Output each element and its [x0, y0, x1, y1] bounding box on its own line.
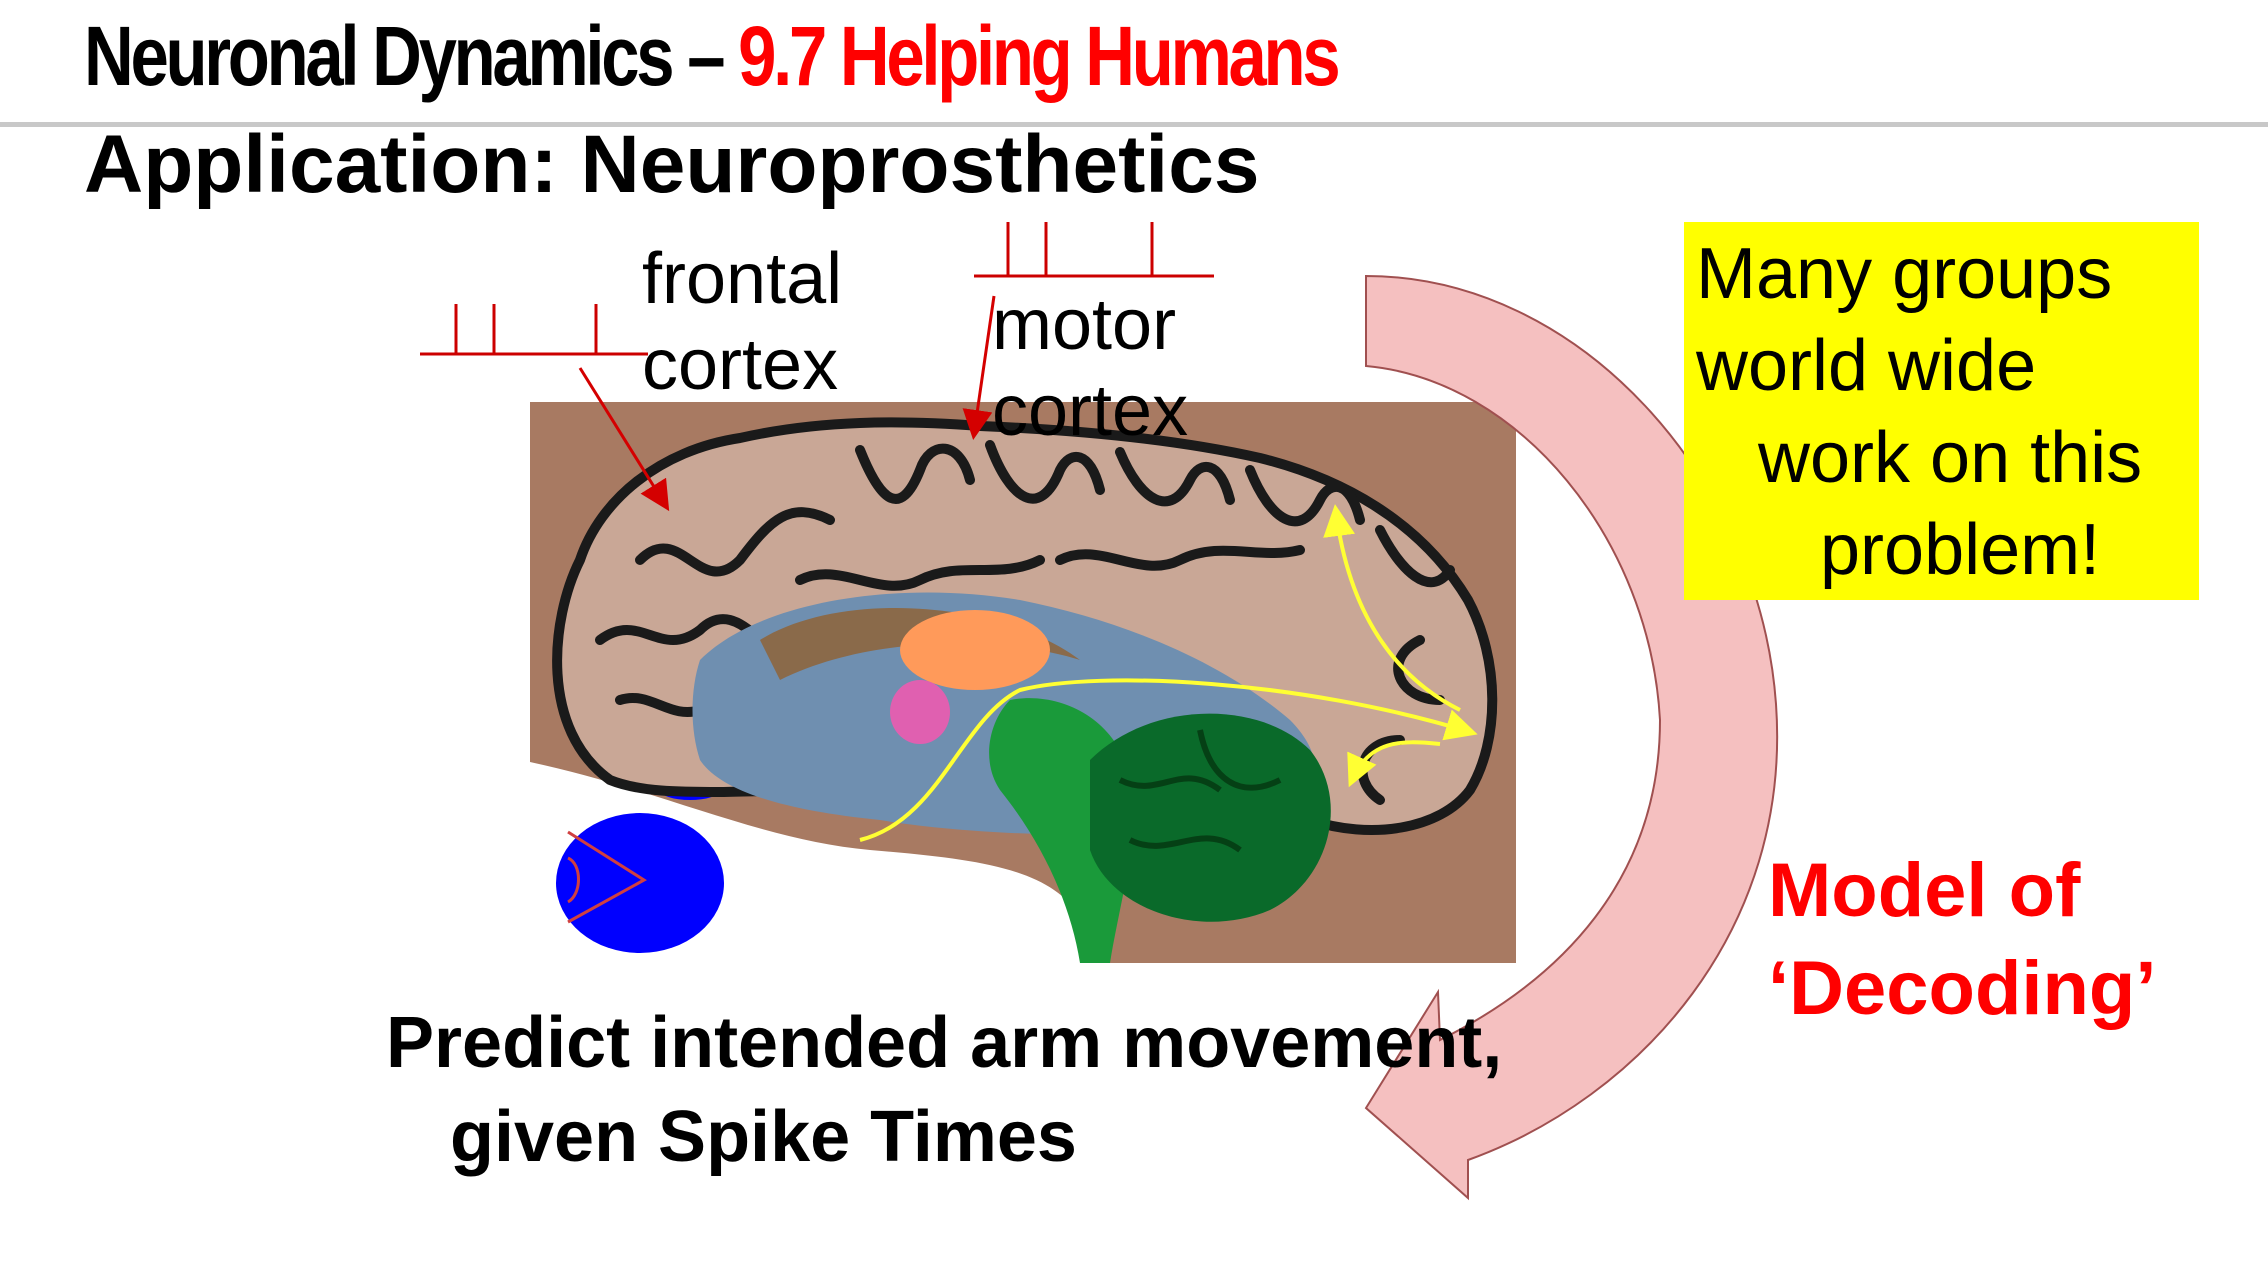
caption-line1: Predict intended arm movement,: [386, 1003, 1503, 1083]
motor-label-line2: cortex: [992, 371, 1189, 451]
motor-pointer-arrow: [962, 295, 996, 440]
slide-header: Neuronal Dynamics – 9.7 Helping Humans: [84, 8, 1341, 105]
page-title: Application: Neuroprosthetics: [84, 119, 1260, 210]
frontal-label-line2: cortex: [642, 325, 839, 405]
note-box: Many groups world wide work on this prob…: [1684, 222, 2199, 600]
note-line2: world wide: [1696, 326, 2037, 406]
note-line1: Many groups: [1696, 234, 2113, 314]
header-divider: [0, 122, 2268, 127]
frontal-label-line1: frontal: [642, 239, 843, 319]
model-line1: Model of: [1768, 848, 2081, 933]
model-line2: ‘Decoding’: [1768, 946, 2157, 1031]
frontal-pointer-arrow: [578, 367, 670, 512]
brain-image: [530, 402, 1516, 963]
frontal-cortex-label: frontal cortex: [642, 236, 842, 408]
spike-train-motor: [974, 222, 1214, 278]
note-line4: problem!: [1820, 510, 2101, 590]
note-line3: work on this: [1758, 418, 2143, 498]
motor-cortex-label: motor cortex: [992, 282, 1188, 454]
course-title: Neuronal Dynamics –: [84, 9, 726, 103]
caption-line2: given Spike Times: [450, 1097, 1077, 1177]
spike-train-frontal: [420, 304, 648, 356]
motor-label-line1: motor: [992, 285, 1177, 365]
section-title: 9.7 Helping Humans: [738, 9, 1341, 103]
model-decoding-label: Model of ‘Decoding’: [1768, 842, 2156, 1038]
